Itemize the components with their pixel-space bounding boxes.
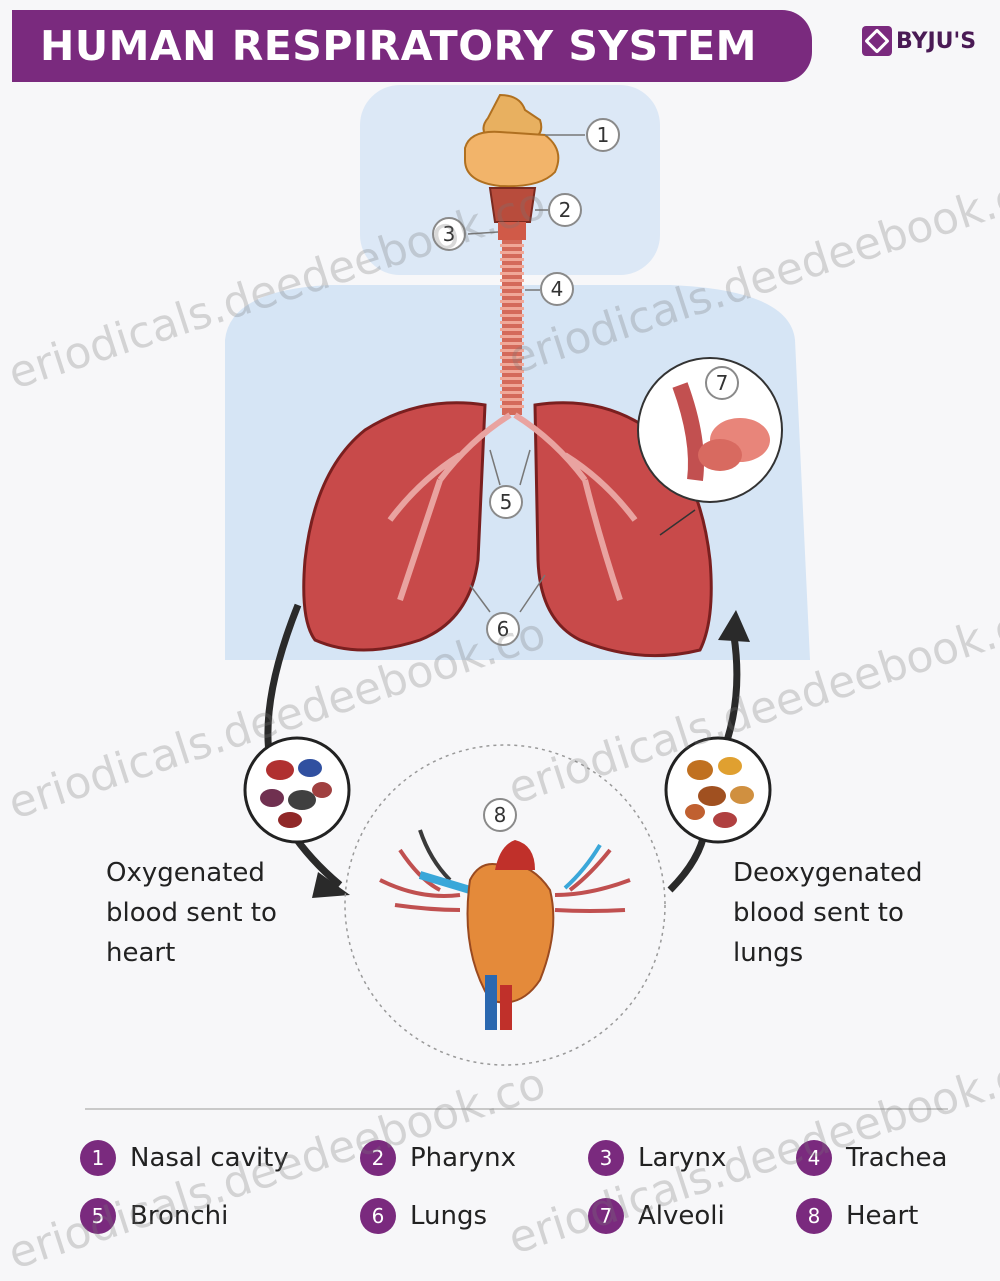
brand-name: BYJU'S [896, 29, 976, 54]
legend-item: 1 Nasal cavity [80, 1140, 289, 1176]
brand-logo: BYJU'S [862, 26, 976, 56]
legend-label: Larynx [638, 1143, 726, 1173]
legend-number: 8 [796, 1198, 832, 1234]
trachea-ring [500, 384, 524, 387]
legend-divider [85, 1108, 948, 1110]
trachea-ring [500, 363, 524, 366]
legend-label: Pharynx [410, 1143, 516, 1173]
trachea-ring [500, 321, 524, 324]
trachea-ring [500, 265, 524, 268]
page-title: HUMAN RESPIRATORY SYSTEM [40, 22, 757, 70]
callout-8: 8 [483, 798, 517, 832]
heart-inset [345, 745, 665, 1065]
legend-number: 1 [80, 1140, 116, 1176]
legend-number: 6 [360, 1198, 396, 1234]
trachea-ring [500, 314, 524, 317]
callout-4: 4 [540, 272, 574, 306]
trachea-ring [500, 251, 524, 254]
callout-6: 6 [486, 612, 520, 646]
legend-item: 8 Heart [796, 1198, 918, 1234]
legend-item: 3 Larynx [588, 1140, 726, 1176]
legend-item: 6 Lungs [360, 1198, 487, 1234]
legend-item: 5 Bronchi [80, 1198, 228, 1234]
trachea-ring [500, 328, 524, 331]
trachea-ring [500, 307, 524, 310]
legend-number: 5 [80, 1198, 116, 1234]
trachea-ring [500, 391, 524, 394]
trachea-ring [500, 244, 524, 247]
deoxygenated-blood-inset [666, 738, 770, 842]
trachea-ring [500, 349, 524, 352]
trachea-ring [500, 293, 524, 296]
trachea-ring [500, 258, 524, 261]
legend-label: Nasal cavity [130, 1143, 289, 1173]
legend-label: Bronchi [130, 1201, 228, 1231]
trachea-ring [500, 405, 524, 408]
oxygenated-blood-inset [245, 738, 349, 842]
callout-2: 2 [548, 193, 582, 227]
legend-number: 2 [360, 1140, 396, 1176]
trachea [500, 240, 524, 415]
callout-3: 3 [432, 217, 466, 251]
trachea-ring [500, 272, 524, 275]
trachea-ring [500, 286, 524, 289]
callout-1: 1 [586, 118, 620, 152]
callout-5: 5 [489, 485, 523, 519]
trachea-ring [500, 370, 524, 373]
legend-number: 7 [588, 1198, 624, 1234]
oxygenated-caption: Oxygenated blood sent to heart [106, 853, 277, 973]
brand-mark-icon [862, 26, 892, 56]
legend-item: 4 Trachea [796, 1140, 947, 1176]
legend-label: Alveoli [638, 1201, 725, 1231]
trachea-ring [500, 300, 524, 303]
legend-label: Heart [846, 1201, 918, 1231]
title-banner: HUMAN RESPIRATORY SYSTEM [12, 10, 812, 82]
legend-number: 3 [588, 1140, 624, 1176]
callout-7: 7 [705, 366, 739, 400]
trachea-ring [500, 398, 524, 401]
legend-item: 7 Alveoli [588, 1198, 725, 1234]
legend-number: 4 [796, 1140, 832, 1176]
deoxygenated-caption: Deoxygenated blood sent to lungs [733, 853, 923, 973]
trachea-ring [500, 377, 524, 380]
trachea-ring [500, 342, 524, 345]
trachea-ring [500, 335, 524, 338]
trachea-ring [500, 279, 524, 282]
legend-label: Trachea [846, 1143, 947, 1173]
trachea-ring [500, 356, 524, 359]
legend-item: 2 Pharynx [360, 1140, 516, 1176]
legend-label: Lungs [410, 1201, 487, 1231]
